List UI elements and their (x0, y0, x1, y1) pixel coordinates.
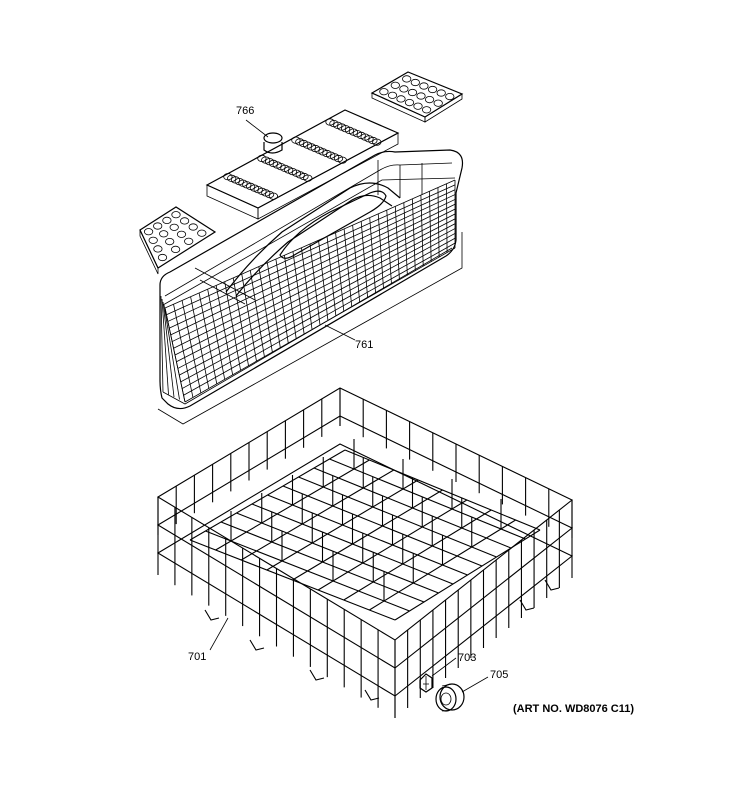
cover-hole (445, 93, 455, 101)
basket-wire (163, 304, 180, 400)
basket-wire (179, 228, 456, 376)
cutlery-basket-icon (157, 119, 464, 425)
rack-wheel-mount (519, 599, 535, 611)
cover-hole (399, 85, 409, 93)
cover-hole (153, 245, 163, 253)
cutlery-basket-center-cover-icon (205, 109, 400, 220)
rack-wheel-icon (435, 676, 489, 712)
rack-rim-wire (156, 415, 574, 669)
cover-hole (436, 89, 446, 97)
rack-floor-wire (292, 489, 443, 581)
cover-hole (404, 99, 415, 107)
cover-hole (197, 229, 207, 237)
rack-wheel-mount (364, 689, 380, 701)
cover-hole (379, 88, 389, 96)
cover-hole (303, 174, 313, 182)
basket-wire (162, 301, 175, 398)
callout-766: 766 (236, 105, 254, 117)
basket-wire (173, 208, 456, 349)
cover-hole (387, 91, 398, 99)
cover-hole (159, 230, 169, 238)
cover-hole (407, 88, 418, 97)
cover-hole (162, 216, 172, 224)
cover-hole (410, 78, 420, 87)
rack-floor-wire (394, 529, 541, 621)
cover-hole (268, 192, 278, 200)
rack-wheel-mount (249, 639, 265, 651)
basket-wire (169, 194, 456, 329)
cover-hole (413, 102, 423, 110)
basket-wire (170, 199, 456, 336)
lower-dish-rack-icon (156, 387, 574, 718)
rack-rim-wire (156, 387, 574, 641)
cover-hole (176, 230, 187, 238)
basket-wire (166, 184, 456, 316)
callout-761: 761 (355, 339, 373, 351)
basket-wire (176, 218, 456, 363)
cover-hole (171, 245, 181, 253)
cover-hole (153, 222, 163, 230)
cover-hole (337, 156, 347, 164)
basket-wire (183, 242, 456, 396)
cover-hole (421, 106, 432, 114)
rack-wheel-mount (204, 609, 220, 621)
art-number: (ART NO. WD8076 C11) (513, 703, 634, 715)
callout-701: 701 (188, 651, 206, 663)
rack-wheel-mount (544, 579, 560, 591)
cover-hole (144, 228, 154, 236)
callout-703: 703 (458, 652, 476, 664)
cover-hole (390, 81, 400, 89)
basket-wire (180, 233, 456, 383)
cover-hole (427, 85, 438, 94)
basket-wire (164, 179, 456, 309)
cover-hole (402, 75, 412, 83)
basket-wire (167, 189, 456, 322)
cover-hole (180, 217, 190, 225)
rack-wheel-mount (309, 669, 325, 681)
cover-hole (424, 96, 435, 104)
basket-wire (174, 213, 456, 356)
rack-rim-wire (156, 443, 574, 697)
cutlery-basket-left-cover-icon (139, 206, 217, 275)
cover-hole (184, 237, 194, 245)
cover-hole (157, 253, 168, 262)
cover-hole (433, 99, 443, 107)
cover-hole (372, 138, 382, 146)
cover-hole (169, 223, 179, 231)
callout-705: 705 (490, 669, 508, 681)
rack-floor-wire (240, 469, 395, 561)
cover-hole (188, 223, 198, 231)
rack-floor-wire (343, 509, 492, 601)
basket-wire (181, 237, 456, 389)
basket-wire (161, 298, 169, 395)
cover-hole (396, 95, 406, 103)
basket-wire (164, 307, 186, 403)
cutlery-basket-right-cover-icon (370, 71, 464, 123)
cover-hole (148, 236, 158, 244)
rack-clip-icon (419, 657, 457, 693)
basket-wire (177, 223, 456, 369)
cover-hole (165, 238, 175, 246)
cover-hole (171, 211, 181, 219)
rack-floor-wire (189, 449, 346, 541)
cover-hole (419, 82, 429, 90)
cover-hole (416, 92, 426, 100)
basket-wire (171, 203, 456, 342)
basket-wire (160, 295, 164, 393)
